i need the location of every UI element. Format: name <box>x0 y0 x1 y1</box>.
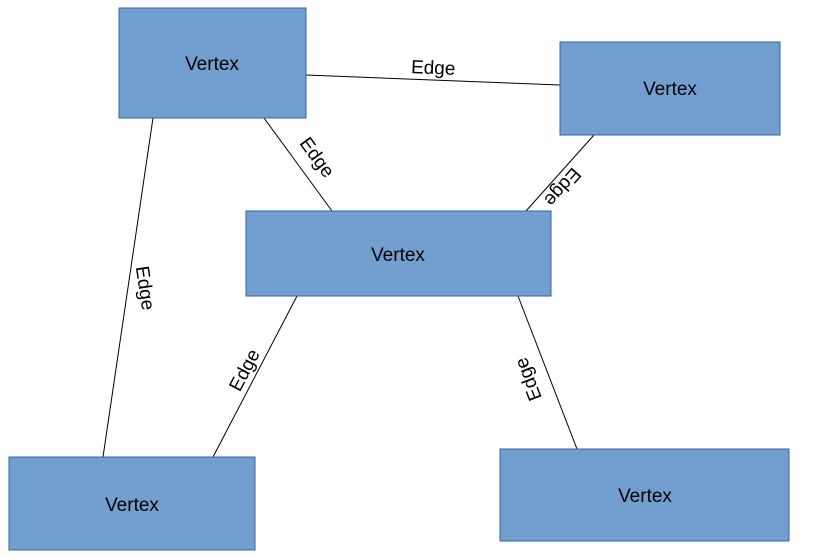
edge-v1-v4: Edge <box>102 117 158 458</box>
edge-label: Edge <box>411 57 456 80</box>
vertex-bottom-right[interactable]: Vertex <box>499 448 790 542</box>
vertex-label: Vertex <box>371 245 425 266</box>
edge-label: Edge <box>511 354 547 403</box>
edge-label: Edge <box>295 134 338 182</box>
edge-v1-v2: Edge <box>305 57 561 86</box>
vertex-bottom-left[interactable]: Vertex <box>8 456 256 551</box>
vertex-label: Vertex <box>643 79 697 100</box>
vertex-top-right[interactable]: Vertex <box>559 41 781 136</box>
edge-label: Edge <box>131 265 158 312</box>
edge-v2-v3: Edge <box>525 134 595 212</box>
vertex-top-left[interactable]: Vertex <box>118 7 307 119</box>
edge-v1-v3: Edge <box>263 117 338 212</box>
edge-v3-v5: Edge <box>511 295 578 450</box>
vertex-label: Vertex <box>185 54 239 75</box>
edge-label: Edge <box>226 346 265 395</box>
vertex-center[interactable]: Vertex <box>245 210 552 297</box>
edge-v3-v4: Edge <box>212 295 298 458</box>
vertex-label: Vertex <box>618 486 672 507</box>
vertex-label: Vertex <box>105 495 159 516</box>
